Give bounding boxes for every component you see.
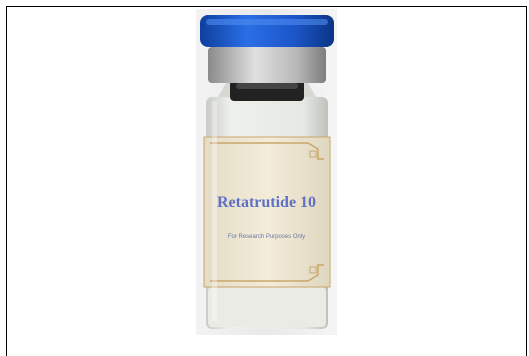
vial-illustration bbox=[196, 9, 337, 335]
label-subtitle: For Research Purposes Only bbox=[227, 234, 306, 240]
vial-photo: Retatrutide 10 For Research Purposes Onl… bbox=[196, 9, 337, 335]
vial-label bbox=[203, 136, 331, 288]
product-name: Retatrutide 10 bbox=[216, 194, 317, 211]
vial-crimp bbox=[208, 47, 326, 83]
